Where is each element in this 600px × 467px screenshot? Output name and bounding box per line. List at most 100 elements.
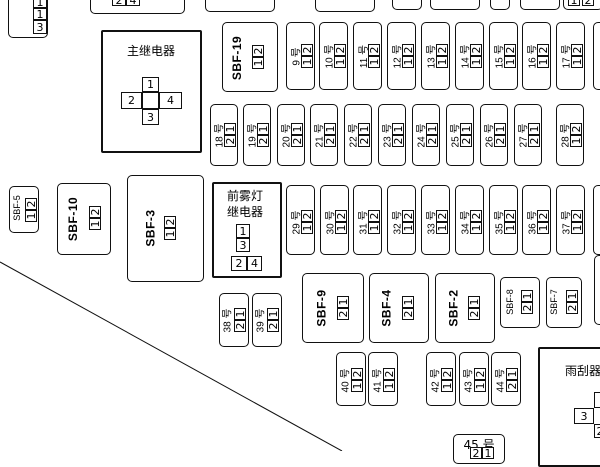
sbf-8 <box>500 277 540 328</box>
fuse-43-pin-bottom: 1 <box>474 380 487 392</box>
fuse-31-pin-bottom: 1 <box>368 222 381 234</box>
fuse-41-pin-top: 2 <box>383 368 396 380</box>
fuse-21-pin-bottom: 2 <box>324 135 337 147</box>
sbf-5-label: SBF-5 <box>11 195 22 221</box>
fuse-41-label: 41 号 <box>372 368 384 392</box>
sbf-8-label: SBF-8 <box>504 289 515 315</box>
fuse-34-pin-top: 2 <box>470 210 483 222</box>
main-relay-pin-center <box>142 92 159 109</box>
top-partial-box-7 <box>520 0 560 10</box>
fog-relay-pin-1: 1 <box>236 224 250 238</box>
fuse-30-pin-bottom: 1 <box>335 222 348 234</box>
fuse-14-pin-bottom: 1 <box>470 56 483 68</box>
sbf-19-label: SBF-19 <box>230 35 245 81</box>
sbf-4 <box>369 273 429 343</box>
sbf-9-pin-bottom: 2 <box>337 308 350 320</box>
fuse-20-pin-bottom: 2 <box>291 135 304 147</box>
fuse-14-pin-top: 2 <box>470 44 483 56</box>
sbf-5-pin-top: 2 <box>25 198 38 210</box>
fuse-16-pin-top: 2 <box>537 44 550 56</box>
sbf-10 <box>57 183 111 255</box>
fuse-25-pin-bottom: 2 <box>460 135 473 147</box>
fuse-36-pin-bottom: 1 <box>537 222 550 234</box>
fuse-42-pin-bottom: 1 <box>441 380 454 392</box>
fuse-37-pin-top: 2 <box>571 210 584 222</box>
fuse-15-pin-top: 2 <box>504 44 517 56</box>
sbf-7-label: SBF-7 <box>548 289 559 315</box>
sbf-19-pin-top: 2 <box>252 45 265 57</box>
sbf-2 <box>435 273 495 343</box>
fuse-40-pin-bottom: 1 <box>351 380 364 392</box>
fuse-9-pin-top: 2 <box>301 44 314 56</box>
fuse-17-pin-bottom: 1 <box>571 56 584 68</box>
fuse-row3-edge <box>593 185 600 255</box>
sbf-9 <box>302 273 364 343</box>
sbf-19-pin-bottom: 1 <box>252 57 265 69</box>
sbf-10-label: SBF-10 <box>66 196 81 242</box>
fuse-16-pin-bottom: 1 <box>537 56 550 68</box>
fuse-18-pin-bottom: 2 <box>224 135 237 147</box>
sbf-edge-box <box>594 255 600 325</box>
fuse-35-pin-top: 2 <box>504 210 517 222</box>
fuse-38-pin-bottom: 2 <box>234 320 247 332</box>
sbf-7 <box>546 277 582 328</box>
sbf-7-pin-top: 1 <box>566 290 579 302</box>
fuse-38-label: 38 号 <box>222 308 234 332</box>
fuse-27-pin-bottom: 2 <box>528 135 541 147</box>
sbf-9-label: SBF-9 <box>314 289 329 327</box>
fuse-33-pin-top: 2 <box>436 210 449 222</box>
fuse-top-edge <box>593 22 600 90</box>
main-relay-pin-2: 2 <box>121 92 142 109</box>
sbf-7-pin-bottom: 2 <box>566 302 579 314</box>
top-partial-box-6 <box>490 0 510 10</box>
diagonal-line-1 <box>0 261 343 451</box>
fuse-32-pin-top: 2 <box>402 210 415 222</box>
fuse-10-pin-top: 2 <box>334 44 347 56</box>
fuse-39-label: 39 号 <box>255 308 267 332</box>
fog-relay-pin-2: 2 <box>231 256 247 271</box>
fuse-18-pin-top: 1 <box>224 123 237 135</box>
fuse-19-pin-bottom: 2 <box>257 135 270 147</box>
fuse-33-pin-bottom: 1 <box>436 222 449 234</box>
fuse-24-pin-top: 1 <box>426 123 439 135</box>
fuse-29-pin-top: 2 <box>301 210 314 222</box>
fuse-15-pin-bottom: 1 <box>504 56 517 68</box>
fuse-28-pin-top: 2 <box>570 123 583 135</box>
relay-partial-pin-mid: 1 <box>33 8 47 20</box>
wiper-relay-pin-3: 3 <box>574 408 594 424</box>
fuse-13-pin-bottom: 1 <box>436 56 449 68</box>
fuse-19-pin-top: 1 <box>257 123 270 135</box>
fuse-42-label: 42 号 <box>430 368 442 392</box>
fuse-21-pin-top: 1 <box>324 123 337 135</box>
fog-relay-label-1: 前雾灯 <box>227 189 264 203</box>
sbf-4-pin-top: 1 <box>402 296 415 308</box>
fuse-11-pin-top: 2 <box>368 44 381 56</box>
main-relay-pin-4: 4 <box>159 92 182 109</box>
fuse-39-pin-top: 1 <box>267 308 280 320</box>
sbf-5-pin-bottom: 1 <box>25 210 38 222</box>
main-relay-pin-3: 3 <box>142 109 159 125</box>
fuse-38-pin-top: 1 <box>234 308 247 320</box>
sbf-2-pin-bottom: 2 <box>468 308 481 320</box>
fuse-26-pin-bottom: 2 <box>494 135 507 147</box>
sbf-2-pin-top: 1 <box>468 296 481 308</box>
fuse-44-label: 44 号 <box>495 368 507 392</box>
fuse-42-pin-top: 2 <box>441 368 454 380</box>
relay-partial-pin-bottom: 3 <box>33 20 47 34</box>
fuse-30-pin-top: 2 <box>335 210 348 222</box>
top-partial-pin-1: 1 <box>568 0 580 6</box>
fuse-11-pin-bottom: 1 <box>368 56 381 68</box>
fuse-22-pin-bottom: 2 <box>358 135 371 147</box>
sbf-19 <box>222 22 278 92</box>
fog-relay-pin-3: 3 <box>236 238 250 252</box>
relay-partial-pin-1: 1 <box>33 0 47 8</box>
top-partial-pin-2: 2 <box>112 0 126 6</box>
fuse-24-pin-bottom: 2 <box>426 135 439 147</box>
sbf-4-label: SBF-4 <box>379 289 394 327</box>
fuse-44-pin-top: 1 <box>506 368 519 380</box>
fuse-36-pin-top: 2 <box>537 210 550 222</box>
fuse-45-pin-a: 2 <box>470 447 482 459</box>
wiper-relay-pin-top <box>594 392 600 408</box>
fog-relay-label-2: 继电器 <box>227 205 264 219</box>
